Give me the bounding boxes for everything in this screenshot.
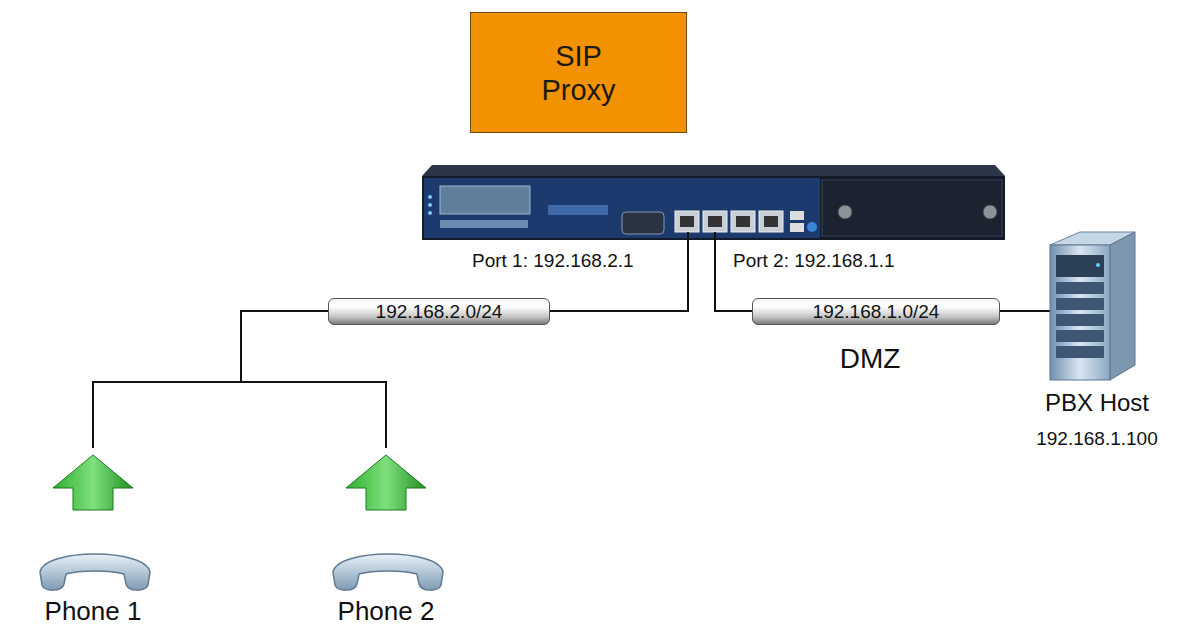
proxy-box: SIP Proxy <box>470 12 687 133</box>
node-text: 192.168.1.0/24 <box>813 301 940 323</box>
firewall-appliance <box>422 165 1005 240</box>
host-label: PBX Host <box>1017 389 1177 417</box>
subnet-pipe: 192.168.2.0/24 <box>328 298 550 325</box>
phone-icon <box>40 455 443 590</box>
server-icon <box>1050 232 1135 380</box>
port-label: Port 2: 192.168.1.1 <box>733 250 948 272</box>
ip-label: 192.168.1.100 <box>1017 428 1177 450</box>
network-wire <box>93 232 1052 448</box>
phone-label: Phone 2 <box>311 596 461 627</box>
subnet-pipe: 192.168.1.0/24 <box>752 298 1000 325</box>
node-text: 192.168.2.0/24 <box>376 301 503 323</box>
phone-label: Phone 1 <box>18 596 168 627</box>
node-text: SIP Proxy <box>529 39 629 107</box>
port-label: Port 1: 192.168.2.1 <box>472 250 687 272</box>
zone-label: DMZ <box>800 343 940 375</box>
